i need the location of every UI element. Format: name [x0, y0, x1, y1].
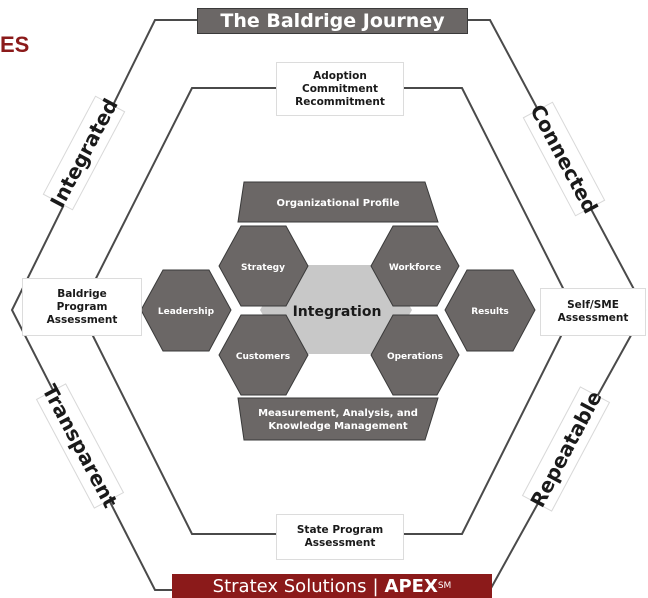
operations-label: Operations — [387, 352, 443, 362]
organizational-profile-label: Organizational Profile — [276, 198, 399, 209]
stage-right-line2: Assessment — [557, 312, 629, 324]
stage-top-line3: Recommitment — [295, 95, 385, 108]
footer-company: Stratex Solutions — [212, 575, 367, 597]
organizational-profile-shape — [237, 181, 439, 223]
measurement-shape — [237, 397, 439, 441]
results-label: Results — [471, 307, 509, 317]
stage-right-label: Self/SME Assessment — [540, 288, 646, 336]
stage-bottom-line2: Assessment — [304, 537, 376, 549]
stage-left-line2: Program — [56, 300, 108, 313]
integration-label: Integration — [293, 304, 382, 320]
integration-hexagon — [260, 265, 412, 354]
strategy-label: Strategy — [241, 263, 285, 273]
workforce-label: Workforce — [389, 263, 441, 273]
leadership-label: Leadership — [158, 307, 215, 317]
workforce-hexagon — [370, 225, 460, 307]
footer-product: APEX — [384, 575, 438, 597]
stage-bottom-label: State Program Assessment — [276, 514, 404, 560]
stage-bottom-line1: State Program — [296, 524, 384, 536]
measurement-label-line2: Knowledge Management — [268, 421, 408, 432]
footer-separator: | — [372, 575, 379, 597]
footer-service-mark: SM — [437, 581, 452, 591]
stage-left-line1: Baldrige — [57, 287, 107, 300]
stage-top-line1: Adoption — [313, 69, 367, 82]
stage-right-line1: Self/SME — [567, 299, 619, 311]
page-heading-fragment: ES — [0, 32, 30, 57]
customers-hexagon — [218, 314, 309, 396]
stage-top-label: Adoption Commitment Recommitment — [276, 62, 404, 116]
stage-left-line3: Assessment — [46, 313, 118, 326]
stage-left-label: Baldrige Program Assessment — [22, 278, 142, 336]
results-hexagon — [444, 269, 536, 352]
diagram-title: The Baldrige Journey — [197, 8, 468, 34]
stage-top-line2: Commitment — [302, 82, 378, 95]
strategy-hexagon — [218, 225, 309, 307]
operations-hexagon — [370, 314, 460, 396]
customers-label: Customers — [236, 352, 290, 362]
measurement-label-line1: Measurement, Analysis, and — [258, 408, 418, 419]
